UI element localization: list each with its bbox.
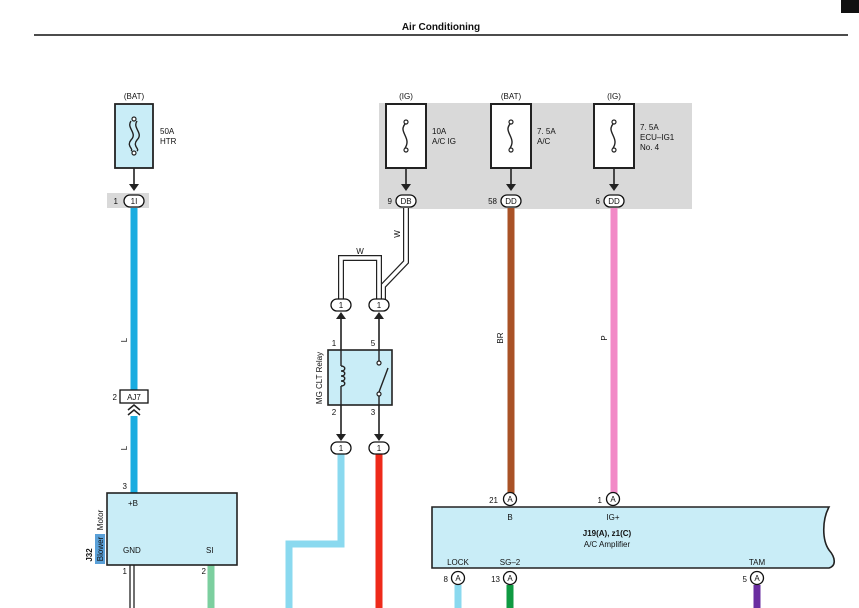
ac-amplifier: 21 A 1 A B IG+ J19(A), z1(C) A/C Amplifi… [431, 491, 836, 586]
amp-out-sg2-conn-label: A [507, 574, 513, 583]
corner-marker [841, 0, 859, 13]
fuse-ac-source: (BAT) [501, 92, 522, 101]
fuse-htr-name: HTR [160, 137, 177, 146]
fuse-ecu-ig1-source: (IG) [607, 92, 621, 101]
wire-label-l-lower: L [120, 445, 129, 450]
fuse-htr-source: (BAT) [124, 92, 145, 101]
amp-in-b-pin: 21 [489, 496, 498, 505]
amp-in-ig-label: IG+ [606, 513, 619, 522]
relay-pin-tr: 5 [371, 339, 376, 348]
fuse-htr-pin: 1 [114, 197, 119, 206]
fuse-ecu-ig1-rating: 7. 5A [640, 123, 659, 132]
connector-1i-label: 1I [131, 197, 138, 206]
blower-pin-b: 3 [123, 482, 128, 491]
connector-db [395, 194, 417, 208]
fuse-ecu-ig1-name: ECU–IG1 [640, 133, 675, 142]
amp-out-tam-conn [749, 570, 765, 586]
fuse-htr-body [114, 103, 154, 169]
fuse-ecu-ig1-name2: No. 4 [640, 143, 660, 152]
fuse-ac-name: A/C [537, 137, 551, 146]
amp-out-lock-pin: 8 [444, 575, 449, 584]
relay-conn-bottom-left-label: 1 [339, 444, 344, 453]
amp-body [431, 506, 836, 569]
connector-dd-ecu-label: DD [608, 197, 620, 206]
relay-conn-top-right: 1 [368, 298, 390, 350]
amp-in-ig-conn [605, 491, 621, 507]
amp-out-tam-conn-label: A [754, 574, 760, 583]
blower-code: J32 [85, 548, 94, 562]
amp-in-b-conn [502, 491, 518, 507]
connector-dd-ac [500, 194, 522, 208]
fuse-ac: (BAT) 7. 5A A/C 58 DD [488, 92, 556, 208]
junction-aj7-box [119, 389, 149, 404]
relay-name: MG CLT Relay [315, 352, 324, 404]
relay-pin-br: 3 [371, 408, 376, 417]
relay-conn-bottom-right: 1 [368, 405, 390, 455]
mg-clt-relay: MG CLT Relay 1 5 2 3 [315, 339, 393, 417]
blower-name-b: Motor [96, 509, 105, 530]
amp-code: J19(A), z1(C) [583, 529, 632, 538]
amp-name: A/C Amplifier [584, 540, 631, 549]
junction-aj7-label: AJ7 [127, 393, 141, 402]
relay-pin-tl: 1 [332, 339, 337, 348]
wire-label-w-vert: W [393, 230, 402, 238]
blower-name-a: Blower [96, 536, 105, 561]
blower-gnd-pin: 1 [123, 567, 128, 576]
fuse-ecu-ig1: (IG) 7. 5A ECU–IG1 No. 4 6 DD [593, 92, 675, 208]
wire-label-l-upper: L [120, 337, 129, 342]
relay-body [327, 349, 393, 406]
fuse-htr: (BAT) 50A HTR 1 1I [114, 92, 177, 208]
amp-out-tam-label: TAM [749, 558, 766, 567]
blower-si-pin: 2 [202, 567, 207, 576]
junction-block-panel [379, 103, 692, 209]
fuse-ac-ig-source: (IG) [399, 92, 413, 101]
amp-out-sg2-label: SG–2 [500, 558, 521, 567]
relay-conn-bottom-right-label: 1 [377, 444, 382, 453]
junction-aj7: 2 AJ7 [113, 389, 149, 416]
fuse-ac-ig-rating: 10A [432, 127, 447, 136]
amp-out-sg2-conn [502, 570, 518, 586]
amp-in-ig-conn-label: A [610, 495, 616, 504]
relay-conn-top-left: 1 [330, 298, 352, 350]
fuse-ac-ig: (IG) 10A A/C IG 9 DB [385, 92, 456, 208]
amp-in-ig-pin: 1 [598, 496, 603, 505]
wire-label-p: P [600, 335, 609, 340]
page-title: Air Conditioning [402, 22, 480, 33]
amp-in-b-conn-label: A [507, 495, 513, 504]
relay-conn-top-right-label: 1 [377, 301, 382, 310]
relay-conn-top-left-label: 1 [339, 301, 344, 310]
blower-body [106, 492, 238, 566]
fuse-ac-rating: 7. 5A [537, 127, 556, 136]
fuse-ecu-ig1-pin: 6 [596, 197, 601, 206]
blower-si-label: SI [206, 546, 214, 555]
blower-name-highlight [95, 534, 105, 564]
connector-dd-ac-label: DD [505, 197, 517, 206]
relay-conn-bottom-left: 1 [330, 405, 352, 455]
connector-dd-ecu [603, 194, 625, 208]
fuse-ac-ig-name: A/C IG [432, 137, 456, 146]
amp-out-lock-conn-label: A [455, 574, 461, 583]
amp-out-lock-conn [450, 570, 466, 586]
wire-lg [285, 453, 345, 608]
connector-1i [123, 194, 145, 208]
blower-motor: 3 +B GND SI J32 Blower Motor 1 2 [85, 482, 238, 576]
amp-in-b-label: B [507, 513, 512, 522]
wire-label-w-horiz: W [356, 247, 364, 256]
wire-label-br: BR [496, 332, 505, 343]
wire-w [338, 208, 409, 300]
connector-db-label: DB [400, 197, 411, 206]
amp-out-tam-pin: 5 [743, 575, 748, 584]
fuse-htr-rating: 50A [160, 127, 175, 136]
relay-pin-bl: 2 [332, 408, 337, 417]
blower-b-label: +B [128, 499, 138, 508]
fuse-ac-pin: 58 [488, 197, 497, 206]
fuse-ac-ig-pin: 9 [388, 197, 393, 206]
amp-out-sg2-pin: 13 [491, 575, 500, 584]
amp-out-lock-label: LOCK [447, 558, 469, 567]
blower-gnd-label: GND [123, 546, 141, 555]
junction-aj7-pin: 2 [113, 393, 118, 402]
